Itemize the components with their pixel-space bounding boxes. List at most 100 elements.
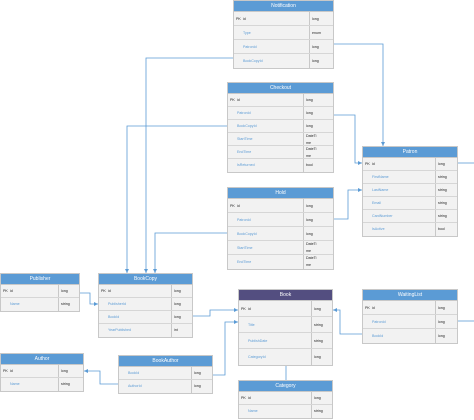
field-type: long [314, 396, 321, 400]
entity-title: Checkout [228, 83, 333, 94]
field-type: long [312, 59, 319, 63]
field-type: bool [438, 227, 445, 231]
field-type: long [194, 371, 201, 375]
column-divider [311, 349, 312, 365]
field-name: PatronId [237, 218, 251, 222]
primary-key-badge: PK [230, 98, 235, 102]
link-checkout-patron [334, 114, 362, 164]
entity-title: Book [239, 290, 332, 301]
arrowhead [234, 320, 238, 324]
column-divider [311, 317, 312, 332]
arrowhead [358, 188, 362, 192]
entity-field: Type enum [234, 26, 333, 40]
field-type: long [312, 17, 319, 21]
field-name: StartTime [237, 246, 253, 250]
column-divider [309, 54, 310, 68]
field-name: Type [243, 31, 251, 35]
field-name: BookId [128, 371, 140, 375]
column-divider [309, 12, 310, 25]
arrowhead [358, 161, 362, 165]
column-divider [303, 133, 304, 145]
field-type: string [314, 323, 323, 327]
entity-field: StartTime DateTi me [228, 241, 333, 255]
entity-title: Notification [234, 1, 333, 12]
field-name: PatronId [372, 320, 386, 324]
field-type: DateTi me [306, 147, 317, 158]
field-type: long [438, 320, 445, 324]
arrowhead [333, 308, 337, 312]
field-type: long [174, 315, 181, 319]
field-name: EndTime [237, 150, 252, 154]
column-divider [435, 197, 436, 209]
link-notification-bookcopy [145, 57, 233, 273]
field-type: long [438, 334, 445, 338]
column-divider [435, 171, 436, 183]
field-name: LastName [372, 188, 389, 192]
field-type: string [314, 409, 323, 413]
field-name: PublisherId [108, 302, 126, 306]
field-name: id [372, 306, 375, 310]
column-divider [435, 329, 436, 343]
field-name: id [237, 204, 240, 208]
column-divider [303, 107, 304, 119]
field-name: Name [248, 409, 258, 413]
field-name: Name [10, 302, 20, 306]
field-name: StartTime [237, 137, 253, 141]
field-name: PatronId [243, 45, 257, 49]
column-divider [435, 184, 436, 196]
field-type: DateTi me [306, 242, 317, 253]
field-type: enum [312, 31, 321, 35]
field-name: Title [248, 323, 255, 327]
link-hold-patron [334, 189, 362, 220]
field-type: long [306, 111, 313, 115]
field-type: long [314, 307, 321, 311]
field-type: long [306, 232, 313, 236]
column-divider [58, 365, 59, 377]
column-divider [303, 120, 304, 132]
field-name: AuthorId [128, 384, 142, 388]
arrowhead [153, 269, 157, 273]
column-divider [303, 227, 304, 240]
primary-key-badge: PK [241, 396, 246, 400]
field-name: Email [372, 201, 381, 205]
column-divider [435, 301, 436, 314]
arrowhead [234, 308, 238, 312]
column-divider [311, 392, 312, 404]
field-name: BookId [108, 315, 120, 319]
column-divider [58, 378, 59, 391]
entity-field: BookId long [99, 311, 192, 324]
field-type: long [306, 204, 313, 208]
column-divider [171, 324, 172, 337]
field-name: YearPublished [108, 328, 132, 332]
primary-key-badge: PK [3, 369, 8, 373]
field-name: id [10, 369, 13, 373]
field-type: bool [306, 163, 313, 167]
field-type: DateTi me [306, 256, 317, 267]
field-name: BookCopyId [243, 59, 263, 63]
field-type: string [61, 382, 70, 386]
arrowhead [84, 369, 88, 373]
field-name: IsReturned [237, 163, 255, 167]
arrowhead [144, 269, 148, 273]
column-divider [58, 298, 59, 311]
entity-field: EndTime DateTi me [228, 146, 333, 159]
column-divider [435, 210, 436, 222]
